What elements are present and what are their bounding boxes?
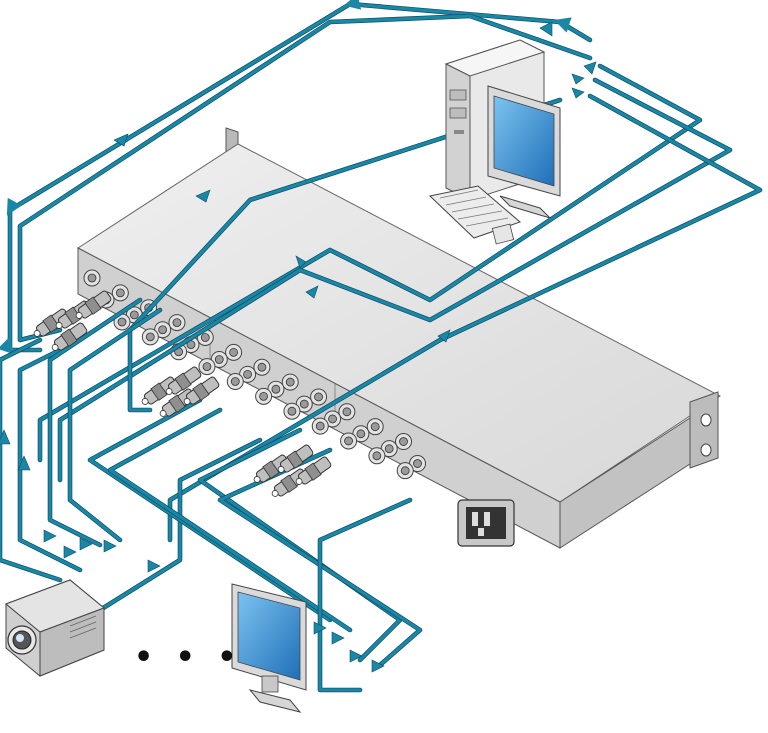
bnc-connector: [366, 418, 384, 436]
bnc-connector: [368, 447, 386, 465]
bnc-connector: [226, 372, 244, 390]
ac-power-socket-icon: [457, 499, 515, 547]
bnc-connector: [198, 358, 216, 376]
bnc-plug: [33, 308, 70, 337]
signal-arrows: [0, 21, 597, 673]
bnc-plug: [295, 456, 332, 485]
bnc-connector: [168, 314, 186, 332]
bnc-connector: [338, 403, 356, 421]
video-cables: [0, 0, 763, 693]
bnc-connector: [395, 433, 413, 451]
bnc-connector: [396, 462, 414, 480]
bnc-connector: [267, 380, 285, 398]
bnc-plug: [277, 444, 314, 473]
bnc-connector: [253, 358, 271, 376]
bnc-connector: [380, 440, 398, 458]
bnc-connector: [255, 387, 273, 405]
projector-icon: [5, 579, 105, 677]
bnc-connector: [111, 284, 129, 302]
monitor-icon: [231, 583, 307, 713]
bnc-connector: [281, 373, 299, 391]
bnc-plug: [165, 366, 202, 395]
bnc-plug: [75, 290, 112, 319]
bnc-connector: [283, 402, 301, 420]
bnc-connector: [310, 388, 328, 406]
bnc-connector: [311, 417, 329, 435]
bnc-connector: [225, 343, 243, 361]
bnc-connector: [83, 269, 101, 287]
bnc-plugs: [33, 290, 332, 497]
bnc-connector: [340, 432, 358, 450]
bnc-plug: [51, 322, 88, 351]
bnc-connector: [409, 455, 427, 473]
matrix-switcher-icon: [77, 127, 721, 549]
bnc-plug: [183, 376, 220, 405]
more-outputs-ellipsis: • • •: [134, 640, 243, 675]
bnc-connector: [239, 365, 257, 383]
bnc-connector: [141, 328, 159, 346]
pc-tower-with-monitor-icon: [428, 39, 561, 245]
